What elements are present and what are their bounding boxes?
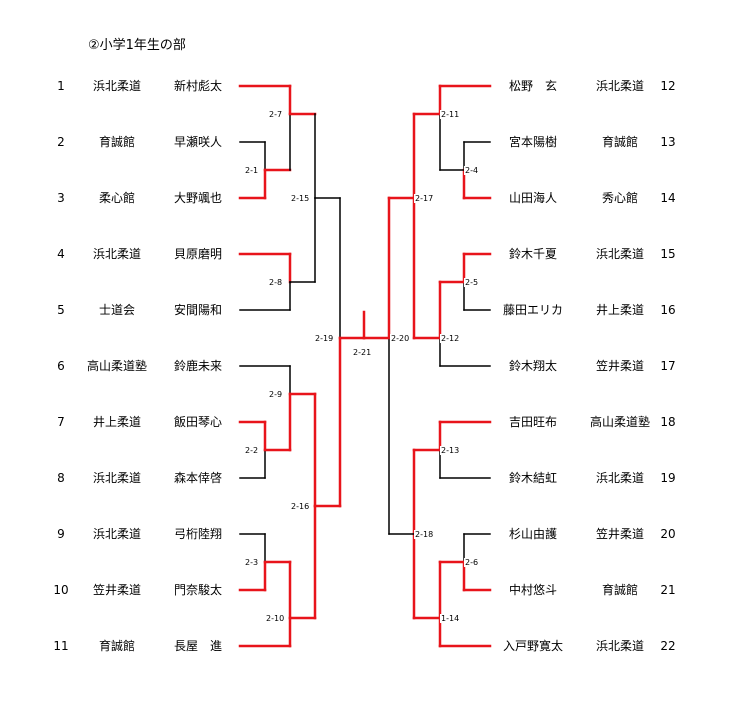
entry-number: 10	[53, 583, 69, 597]
entry-name: 松野 玄	[508, 79, 557, 93]
entry-team: 士道会	[98, 303, 135, 317]
entry-name: 飯田琴心	[173, 415, 222, 429]
entry-team: 育誠館	[601, 135, 638, 149]
entry-number: 5	[57, 303, 65, 317]
entry-number: 16	[660, 303, 676, 317]
entry-number: 15	[660, 247, 676, 261]
entry-number: 6	[57, 359, 65, 373]
entry-team: 浜北柔道	[92, 247, 141, 261]
entry-number: 19	[660, 471, 676, 485]
entry-team: 浜北柔道	[92, 79, 141, 93]
entry-number: 3	[57, 191, 65, 205]
entry-name: 入戸野寛太	[502, 639, 563, 653]
entry-team: 浜北柔道	[595, 247, 644, 261]
entry-number: 17	[660, 359, 676, 373]
match-label: 2-2	[244, 446, 260, 455]
match-label: 2-21	[352, 348, 373, 357]
entry-number: 18	[660, 415, 676, 429]
entry-team: 浜北柔道	[595, 471, 644, 485]
match-label: 1-14	[440, 614, 461, 623]
match-label: 2-18	[414, 530, 435, 539]
match-label: 2-19	[314, 334, 335, 343]
match-label: 2-15	[290, 194, 311, 203]
match-label: 2-1	[244, 166, 260, 175]
entry-name: 杉山由護	[508, 527, 557, 541]
entry-name: 弓桁陸翔	[173, 527, 222, 541]
entry-name: 早瀬咲人	[173, 135, 222, 149]
entry-name: 大野颯也	[173, 191, 222, 205]
match-label: 2-12	[440, 334, 461, 343]
entry-team: 井上柔道	[92, 415, 141, 429]
entry-name: 藤田エリカ	[502, 303, 563, 317]
match-label: 2-8	[268, 278, 284, 287]
entry-team: 浜北柔道	[92, 471, 141, 485]
entry-number: 1	[57, 79, 65, 93]
entry-name: 吉田旺布	[508, 415, 557, 429]
entry-name: 貝原磨明	[173, 247, 222, 261]
entry-team: 井上柔道	[595, 303, 644, 317]
entry-name: 門奈駿太	[173, 583, 222, 597]
entry-team: 柔心館	[98, 191, 135, 205]
match-label: 2-10	[265, 614, 286, 623]
match-label: 2-7	[268, 110, 284, 119]
entry-number: 7	[57, 415, 65, 429]
entry-name: 鈴木千夏	[508, 247, 557, 261]
entry-number: 11	[53, 639, 69, 653]
match-label: 2-9	[268, 390, 284, 399]
entry-name: 新村彪太	[173, 79, 222, 93]
entry-number: 22	[660, 639, 676, 653]
entry-name: 長屋 進	[173, 639, 222, 653]
entry-team: 高山柔道塾	[86, 359, 147, 373]
entry-name: 鈴鹿未来	[173, 359, 222, 373]
page-title: ②小学1年生の部	[88, 38, 186, 53]
entry-team: 育誠館	[601, 583, 638, 597]
entry-number: 12	[660, 79, 676, 93]
match-label: 2-16	[290, 502, 311, 511]
entry-team: 育誠館	[98, 639, 135, 653]
match-label: 2-11	[440, 110, 461, 119]
match-label: 2-5	[464, 278, 480, 287]
entry-name: 山田海人	[508, 191, 557, 205]
match-label: 2-20	[390, 334, 411, 343]
entry-number: 20	[660, 527, 676, 541]
entry-team: 笠井柔道	[595, 359, 644, 373]
match-label: 2-3	[244, 558, 260, 567]
entry-name: 中村悠斗	[508, 583, 557, 597]
entry-number: 2	[57, 135, 65, 149]
entry-name: 安間陽和	[173, 303, 222, 317]
entry-team: 秀心館	[601, 191, 638, 205]
entry-name: 鈴木翔太	[508, 359, 557, 373]
entry-team: 浜北柔道	[595, 79, 644, 93]
entry-number: 21	[660, 583, 676, 597]
entry-number: 4	[57, 247, 65, 261]
entry-number: 13	[660, 135, 676, 149]
entry-team: 笠井柔道	[92, 583, 141, 597]
entry-team: 笠井柔道	[595, 527, 644, 541]
entry-number: 14	[660, 191, 676, 205]
entry-team: 浜北柔道	[595, 639, 644, 653]
entry-name: 宮本陽樹	[508, 135, 557, 149]
match-label: 2-4	[464, 166, 480, 175]
match-label: 2-13	[440, 446, 461, 455]
entry-team: 浜北柔道	[92, 527, 141, 541]
entry-name: 鈴木結虹	[508, 471, 557, 485]
match-label: 2-17	[414, 194, 435, 203]
match-label: 2-6	[464, 558, 480, 567]
entry-team: 高山柔道塾	[589, 415, 650, 429]
entry-name: 森本倖啓	[173, 471, 222, 485]
entry-team: 育誠館	[98, 135, 135, 149]
entry-number: 8	[57, 471, 65, 485]
entry-number: 9	[57, 527, 65, 541]
